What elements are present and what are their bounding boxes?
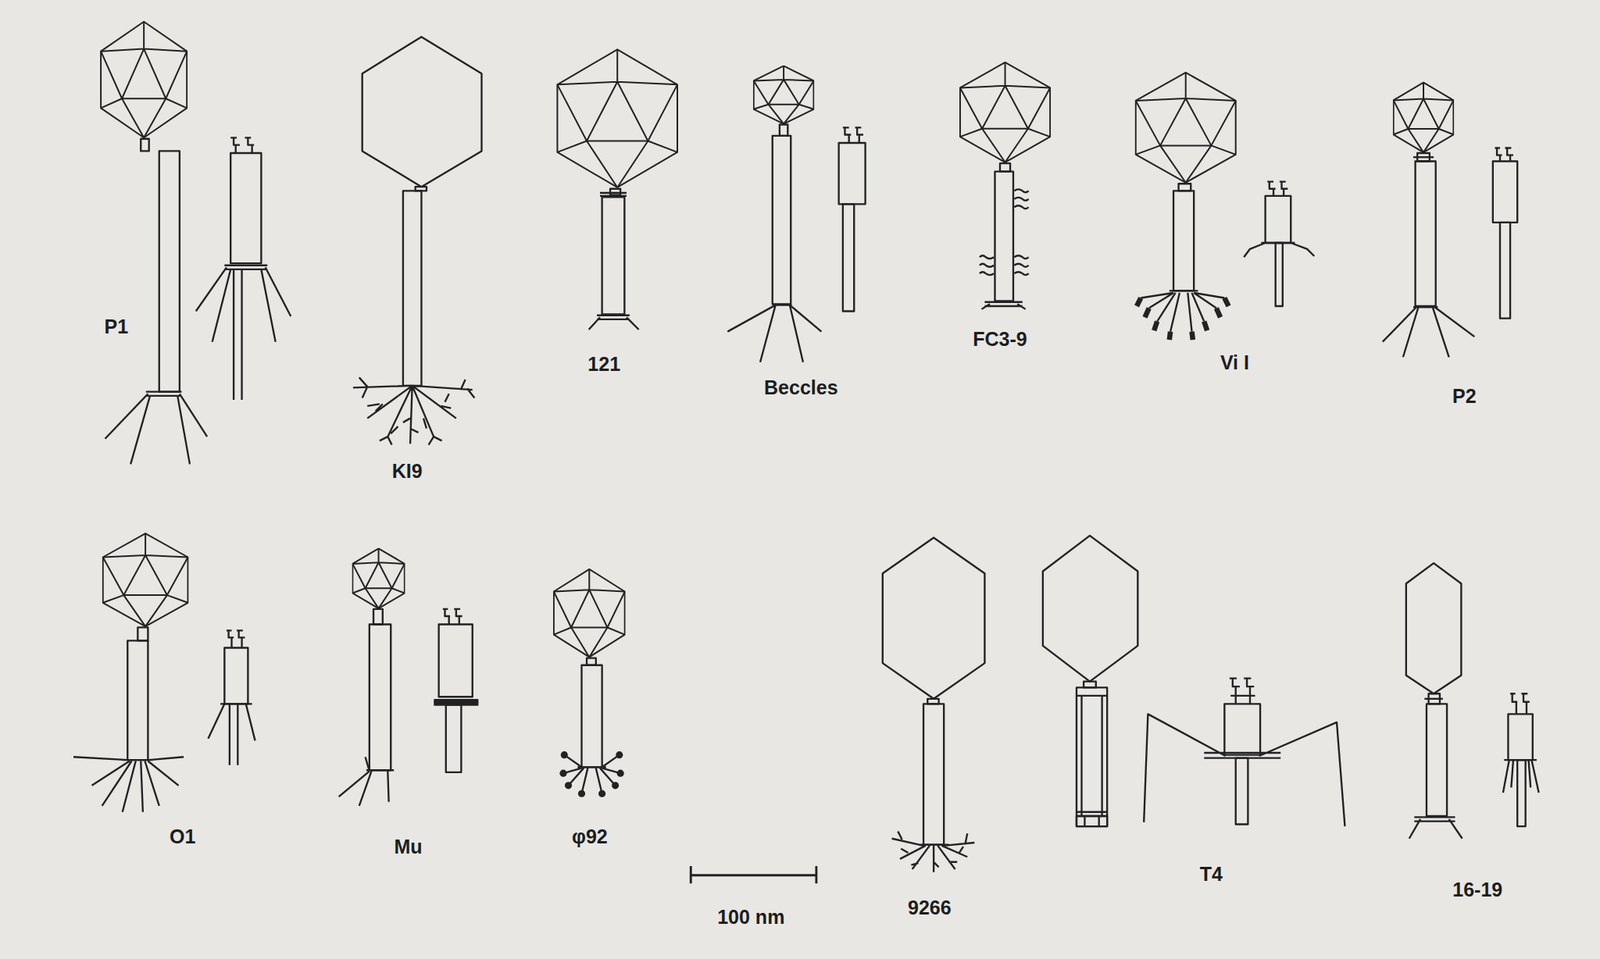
phage-label: O1 <box>169 825 196 849</box>
phage-label: FC3-9 <box>972 327 1027 350</box>
phage-label: T4 <box>1200 863 1223 886</box>
phage-label: P2 <box>1452 384 1477 408</box>
phage-label: Beccles <box>764 376 839 400</box>
phage-label: KI9 <box>392 460 423 483</box>
phage-label: φ92 <box>571 825 608 849</box>
phage-label: P1 <box>104 314 129 338</box>
phage-label: 16-19 <box>1452 878 1503 901</box>
phage-label: Mu <box>393 835 422 859</box>
scale-bar-label: 100 nm <box>717 906 785 929</box>
phage-label: 9266 <box>907 896 952 920</box>
phage-label: Vi I <box>1220 350 1250 374</box>
phage-label: 121 <box>587 353 621 376</box>
